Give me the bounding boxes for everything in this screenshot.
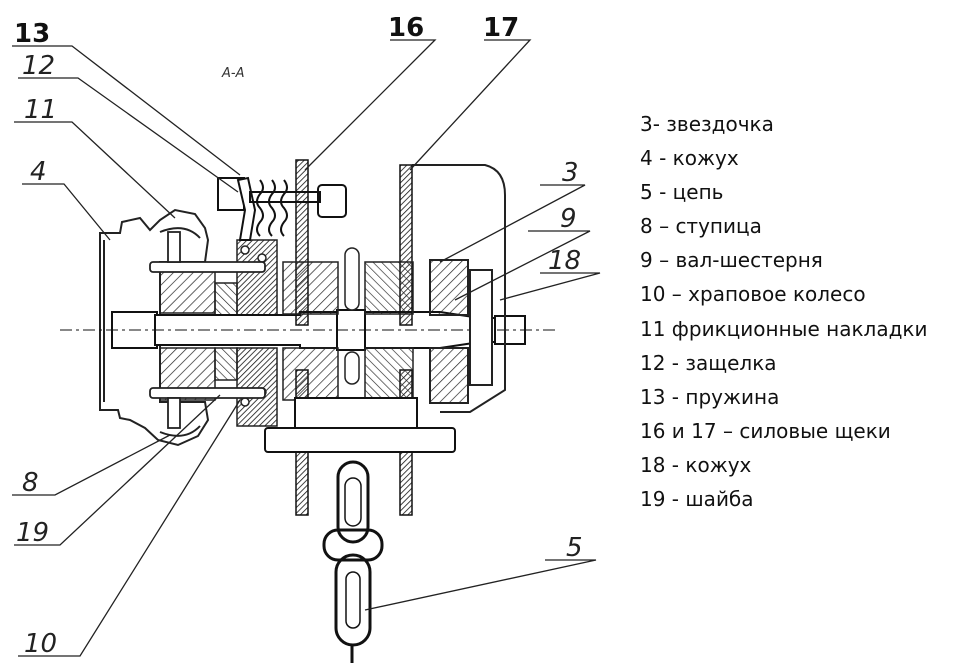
legend-item: 9 – вал-шестерня [640, 248, 823, 273]
parts-legend: 3- звездочка 4 - кожух 5 - цепь 8 – ступ… [640, 107, 928, 516]
callout-9: 9 [560, 204, 577, 234]
mechanism-section-drawing: А-А [12, 13, 601, 663]
callout-16: 16 [388, 13, 424, 43]
legend-item: 11 фрикционные накладки [640, 316, 928, 341]
right-cover-part [412, 164, 506, 413]
callout-13: 13 [14, 19, 50, 49]
callout-8: 8 [22, 468, 39, 498]
chain-part [322, 460, 384, 663]
cover-bolts [149, 231, 266, 429]
callout-leader-lines [12, 39, 601, 657]
callout-numbers: 13 16 17 12 11 4 3 9 18 8 19 5 10 [14, 13, 583, 659]
legend-item: 18 - кожух [640, 452, 752, 477]
callout-12: 12 [22, 51, 55, 81]
legend-item: 4 - кожух [640, 146, 739, 171]
sprocket-part [282, 247, 414, 401]
callout-19: 19 [16, 518, 49, 548]
section-label: А-А [221, 66, 244, 81]
legend-item: 3- звездочка [640, 112, 774, 136]
bottom-axle-bolt [264, 397, 456, 453]
latch-and-spring [217, 176, 347, 241]
callout-18: 18 [548, 246, 581, 276]
legend-item: 10 – храповое колесо [640, 282, 866, 307]
callout-17: 17 [483, 13, 519, 43]
callout-5: 5 [566, 533, 583, 563]
legend-item: 12 - защелка [640, 350, 777, 375]
legend-item: 5 - цепь [640, 180, 724, 205]
callout-11: 11 [24, 95, 57, 125]
legend-item: 13 - пружина [640, 384, 780, 409]
legend-item: 8 – ступица [640, 214, 762, 239]
callout-10: 10 [24, 629, 57, 659]
callout-3: 3 [562, 158, 579, 188]
legend-item: 19 - шайба [640, 487, 754, 512]
callout-4: 4 [30, 157, 47, 187]
legend-item: 16 и 17 – силовые щеки [640, 418, 891, 443]
